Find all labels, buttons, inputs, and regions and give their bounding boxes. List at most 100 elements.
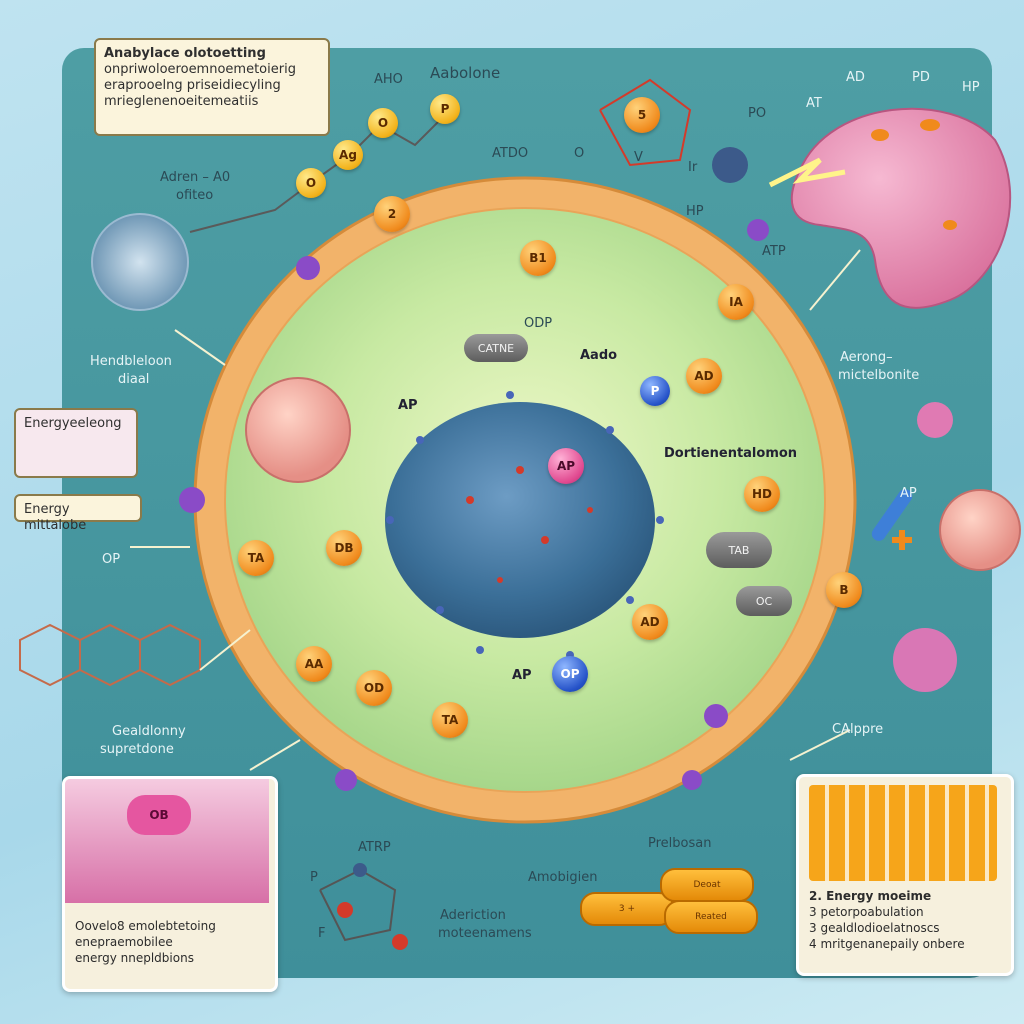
capsule: Reated [664,900,758,934]
callout-line: Anabylace olotoetting [104,46,266,61]
pink-star-cell [917,402,953,438]
label-gealdlonny-1: Gealdlonny [112,724,186,739]
ring-molecule [599,78,692,167]
label-hendbleloon-1: Hendbleloon [90,354,172,369]
label-f: F [318,926,326,941]
label-o: O [574,146,585,161]
capsule: Deoat [660,868,754,902]
ball: IA [718,284,754,320]
chain-ball: P [430,94,460,124]
membrane-proteins [179,219,769,791]
label-po: PO [748,106,767,121]
ring-molecule-blue [712,147,748,183]
callout-line: onpriwoloeroemnoemetoierig [104,62,296,77]
tag-pill: OC [736,586,792,616]
label-aerong-2: mictelbonite [838,368,920,383]
label-atp: ATP [762,244,786,259]
chain-ball: Ag [333,140,363,170]
ball: OD [356,670,392,706]
label-amobigien: Amobigien [528,870,598,885]
pink-virus [893,628,957,692]
label-at: AT [806,96,822,111]
hexagon-molecule [19,623,201,687]
label-ir: Ir [688,160,698,175]
label-adren-1: Adren – A0 [160,170,231,185]
label-capprre: CAlppre [832,722,884,737]
label-odp: ODP [524,316,553,331]
ball: TA [432,702,468,738]
plus-sign [892,530,912,550]
label-aado: Aado [580,348,618,363]
list-item-3: 3 gealdlodioelatnoscs [809,921,940,935]
label-ad: AD [846,70,865,85]
pointer-arrows [130,249,861,771]
ball: TA [238,540,274,576]
label-atdo: ATDO [492,146,529,161]
ball-blue: OP [552,656,588,692]
ball-pink: AP [548,448,584,484]
ball-blue: P [640,376,670,406]
ball: 2 [374,196,410,232]
right-vesicle [939,489,1021,571]
bottom-right-inset: 2. Energy moeime 3 petorpoabulation 3 ge… [796,774,1014,976]
ball: B1 [520,240,556,276]
ob-badge: OB [127,795,191,835]
label-aho: AHO [374,72,403,87]
label-ap-right: AP [900,486,917,501]
ball: AD [632,604,668,640]
ball: HD [744,476,780,512]
test-tubes [809,785,997,881]
label-aderiction-1: Aderiction [440,908,506,923]
energy-bottom-callout: Energy mittalobe [14,494,142,533]
energy-spark [768,157,846,188]
callout-line: mrieglenenoeitemeatiis [104,94,259,109]
label-prelbosan: Prelbosan [648,836,712,851]
tag-pill: TAB [706,532,772,568]
inset-caption-3: energy nnepldbions [75,951,194,965]
label-p: P [310,870,318,885]
list-item-4: 4 mritgenanepaily onbere [809,937,965,951]
label-v: V [634,150,643,165]
inset-caption-1: Oovelo8 emolebtetoing [75,919,216,933]
callout-line: Energy mittalobe [24,502,87,533]
vesicle [245,377,351,483]
mitochondrion [790,107,1011,309]
list-item-2: 3 petorpoabulation [809,905,924,919]
chain-ball: O [368,108,398,138]
ball: DB [326,530,362,566]
ring-ball: 5 [624,97,660,133]
capsule: 3 + [580,892,674,926]
label-ap-left: AP [398,398,418,413]
label-hendbleloon-2: diaal [118,372,150,387]
bottom-left-inset: OB Oovelo8 emolebtetoing enepraemobilee … [62,776,278,992]
callout-line: Energyeeleong [24,416,122,431]
label-gealdlonny-2: supretdone [100,742,174,757]
top-left-callout: Anabylace olotoetting onpriwoloeroemnoem… [94,38,330,136]
label-aerong-1: Aerong– [840,350,893,365]
label-pd: PD [912,70,930,85]
ball: AD [686,358,722,394]
nucleus-red-dots [466,466,593,583]
label-aabolone: Aabolone [430,64,501,82]
label-ap-lower: AP [512,668,532,683]
chain-ball: O [296,168,326,198]
inset-caption-2: enepraemobilee [75,935,173,949]
list-item-1: 2. Energy moeime [809,889,932,903]
ball: B [826,572,862,608]
nucleus [385,402,655,638]
blue-rod [871,489,913,541]
energy-top-callout: Energyeeleong [14,408,138,478]
label-atrp: ATRP [358,840,391,855]
label-aderiction-2: moteenamens [438,926,532,941]
label-hp: HP [962,80,980,95]
tag-pill: CATNE [464,334,528,362]
callout-line: eraprooelng priseidiecyling [104,78,281,93]
label-op: OP [102,552,121,567]
label-adren-2: ofiteo [176,188,214,203]
ball: AA [296,646,332,682]
bottom-molecule [319,868,397,942]
spiky-particle [91,213,189,311]
label-hp-mid: HP [686,204,704,219]
